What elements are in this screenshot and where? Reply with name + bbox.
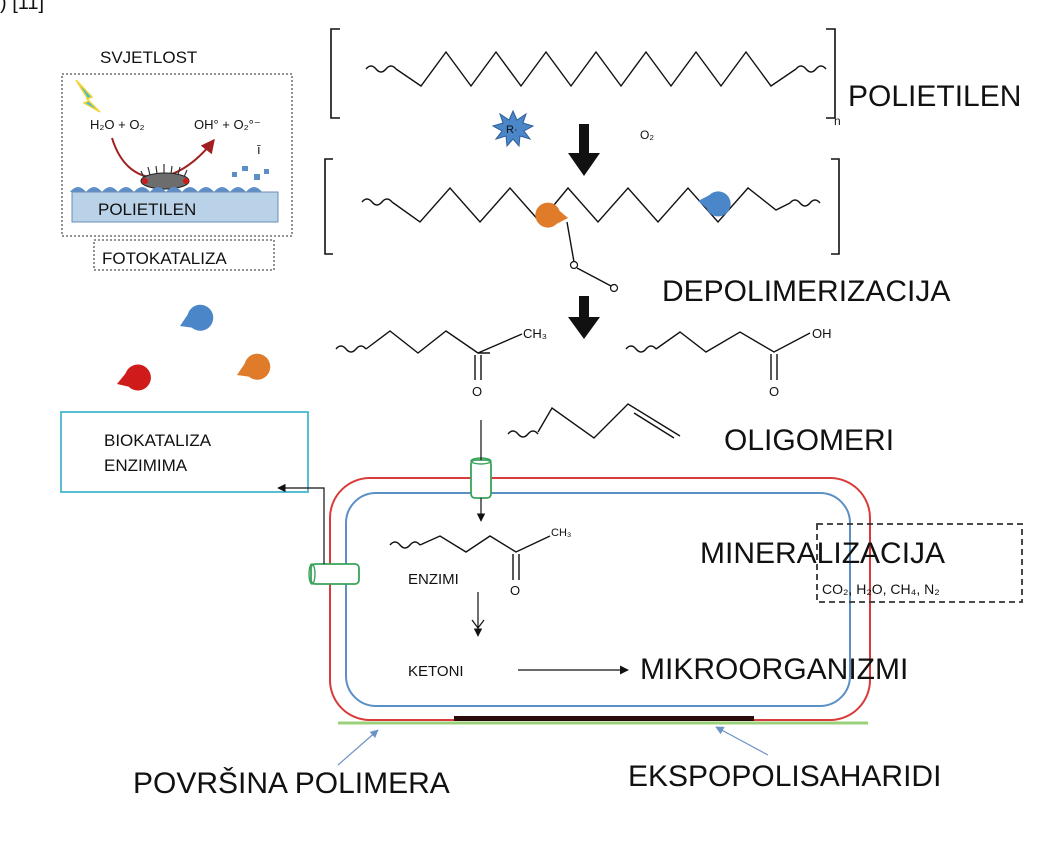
cell: CH₃ O ENZIMI KETONI MIKROORGANIZMI <box>277 420 908 721</box>
ketone-oxygen-label: O <box>472 384 482 399</box>
oligomers-label: OLIGOMERI <box>724 424 894 457</box>
surface-label: POLIETILEN <box>98 200 196 219</box>
intracellular-group-label: CH₃ <box>551 527 571 539</box>
channel-left-icon <box>308 563 360 585</box>
enzyme-blue-free <box>180 304 214 331</box>
biocatalysis-box <box>60 411 309 493</box>
enzyme-red-free <box>117 364 151 391</box>
mineralization-label: MINERALIZACIJA <box>700 537 945 570</box>
polymer-wave-right <box>795 65 827 73</box>
mineralization-box <box>816 523 1023 603</box>
polymer-bracket-left <box>330 28 340 119</box>
enzyme-orange-on-chain <box>535 202 569 228</box>
caption-frame <box>93 239 275 271</box>
polymer-block: n POLIETILEN <box>330 28 1021 128</box>
oligomers-block: CH₃ O OH O OLIGOMERI <box>335 326 894 457</box>
biocatalysis-line2: ENZIMIMA <box>104 456 188 475</box>
reaction-right: OH° + O₂°⁻ <box>194 117 261 132</box>
channel-top-icon <box>470 457 492 499</box>
depoly-bracket-right <box>831 158 840 255</box>
biocatalysis-line1: BIOKATALIZA <box>104 431 212 450</box>
biofilm-layer <box>454 716 754 721</box>
block-arrow-down-2 <box>568 296 600 339</box>
debris-c <box>254 174 260 180</box>
reaction-left: H₂O + O₂ <box>90 117 145 132</box>
cell-inner-membrane <box>345 492 851 707</box>
mineralization-products: CO₂, H₂O, CH₄, N₂ <box>822 581 940 597</box>
ketone-wave <box>335 345 367 353</box>
lightning-icon <box>75 79 101 113</box>
catalyst-particle-icon <box>140 164 190 190</box>
depolymerization-block: DEPOLIMERIZACIJA <box>324 158 950 308</box>
ketone-group-label: CH₃ <box>523 326 547 341</box>
acid-wave <box>625 345 657 353</box>
depoly-wave-right <box>789 199 821 207</box>
debris-d <box>264 169 269 174</box>
acid-oxygen-label: O <box>769 384 779 399</box>
intracellular-wave <box>389 541 421 549</box>
arrow-surface-pointer <box>337 729 379 766</box>
light-label: SVJETLOST <box>100 48 197 67</box>
alkene-double-bond <box>633 412 675 439</box>
acid-chain <box>655 331 811 353</box>
depolymerization-label: DEPOLIMERIZACIJA <box>662 275 950 308</box>
intracellular-oxygen-label: O <box>510 583 520 598</box>
arrow-to-biocatalysis <box>277 483 325 564</box>
radical-label: R· <box>506 124 518 136</box>
stray-mark: ī <box>257 142 261 157</box>
arrow-mid-chevron <box>471 619 485 629</box>
polymer-wave-left <box>365 65 397 73</box>
acid-hydroxyl-label: OH <box>812 326 832 341</box>
alkene-chain <box>537 403 681 439</box>
header-fragment: ) [11] <box>0 0 44 14</box>
polyethylene-surface <box>71 191 279 223</box>
depoly-wave-left <box>361 198 393 206</box>
ketone-methyl-bond <box>477 333 523 354</box>
peroxide-oxygen-1 <box>569 260 579 270</box>
polymer-bracket-right <box>826 28 836 119</box>
photocatalysis-panel: SVJETLOST H₂O + O₂ OH° + O₂°⁻ ī POLIETIL… <box>61 48 293 271</box>
radical-star-icon: R· <box>491 109 535 148</box>
enzyme-blue-on-chain <box>698 191 731 217</box>
eps-label: EKSPOPOLISAHARIDI <box>628 760 941 793</box>
ketone-chain <box>365 330 490 354</box>
photocatalysis-caption: FOTOKATALIZA <box>102 249 227 268</box>
polymer-label: POLIETILEN <box>848 80 1021 113</box>
intracellular-chain <box>419 535 551 553</box>
enzymes-label: ENZIMI <box>408 571 459 588</box>
enzyme-orange-free <box>237 353 271 380</box>
polymer-chain <box>395 50 797 88</box>
debris-a <box>232 172 237 177</box>
block-arrow-down-1 <box>568 124 600 176</box>
arrow-eps-pointer <box>715 726 769 756</box>
ketones-label: KETONI <box>408 663 464 680</box>
repeat-subscript: n <box>834 114 841 128</box>
alkene-wave <box>507 430 539 438</box>
debris-b <box>242 166 248 171</box>
depoly-bracket-left <box>324 158 333 255</box>
photocatalysis-arrow <box>111 137 215 179</box>
peroxide-oxygen-2 <box>609 283 619 293</box>
depoly-chain <box>391 186 791 224</box>
peroxide-bond-1 <box>566 221 575 263</box>
microorganisms-label: MIKROORGANIZMI <box>640 653 908 686</box>
surface-bottom-label: POVRŠINA POLIMERA <box>133 766 450 800</box>
peroxide-bond-2 <box>576 267 612 287</box>
oxygen-label: O₂ <box>640 128 654 142</box>
